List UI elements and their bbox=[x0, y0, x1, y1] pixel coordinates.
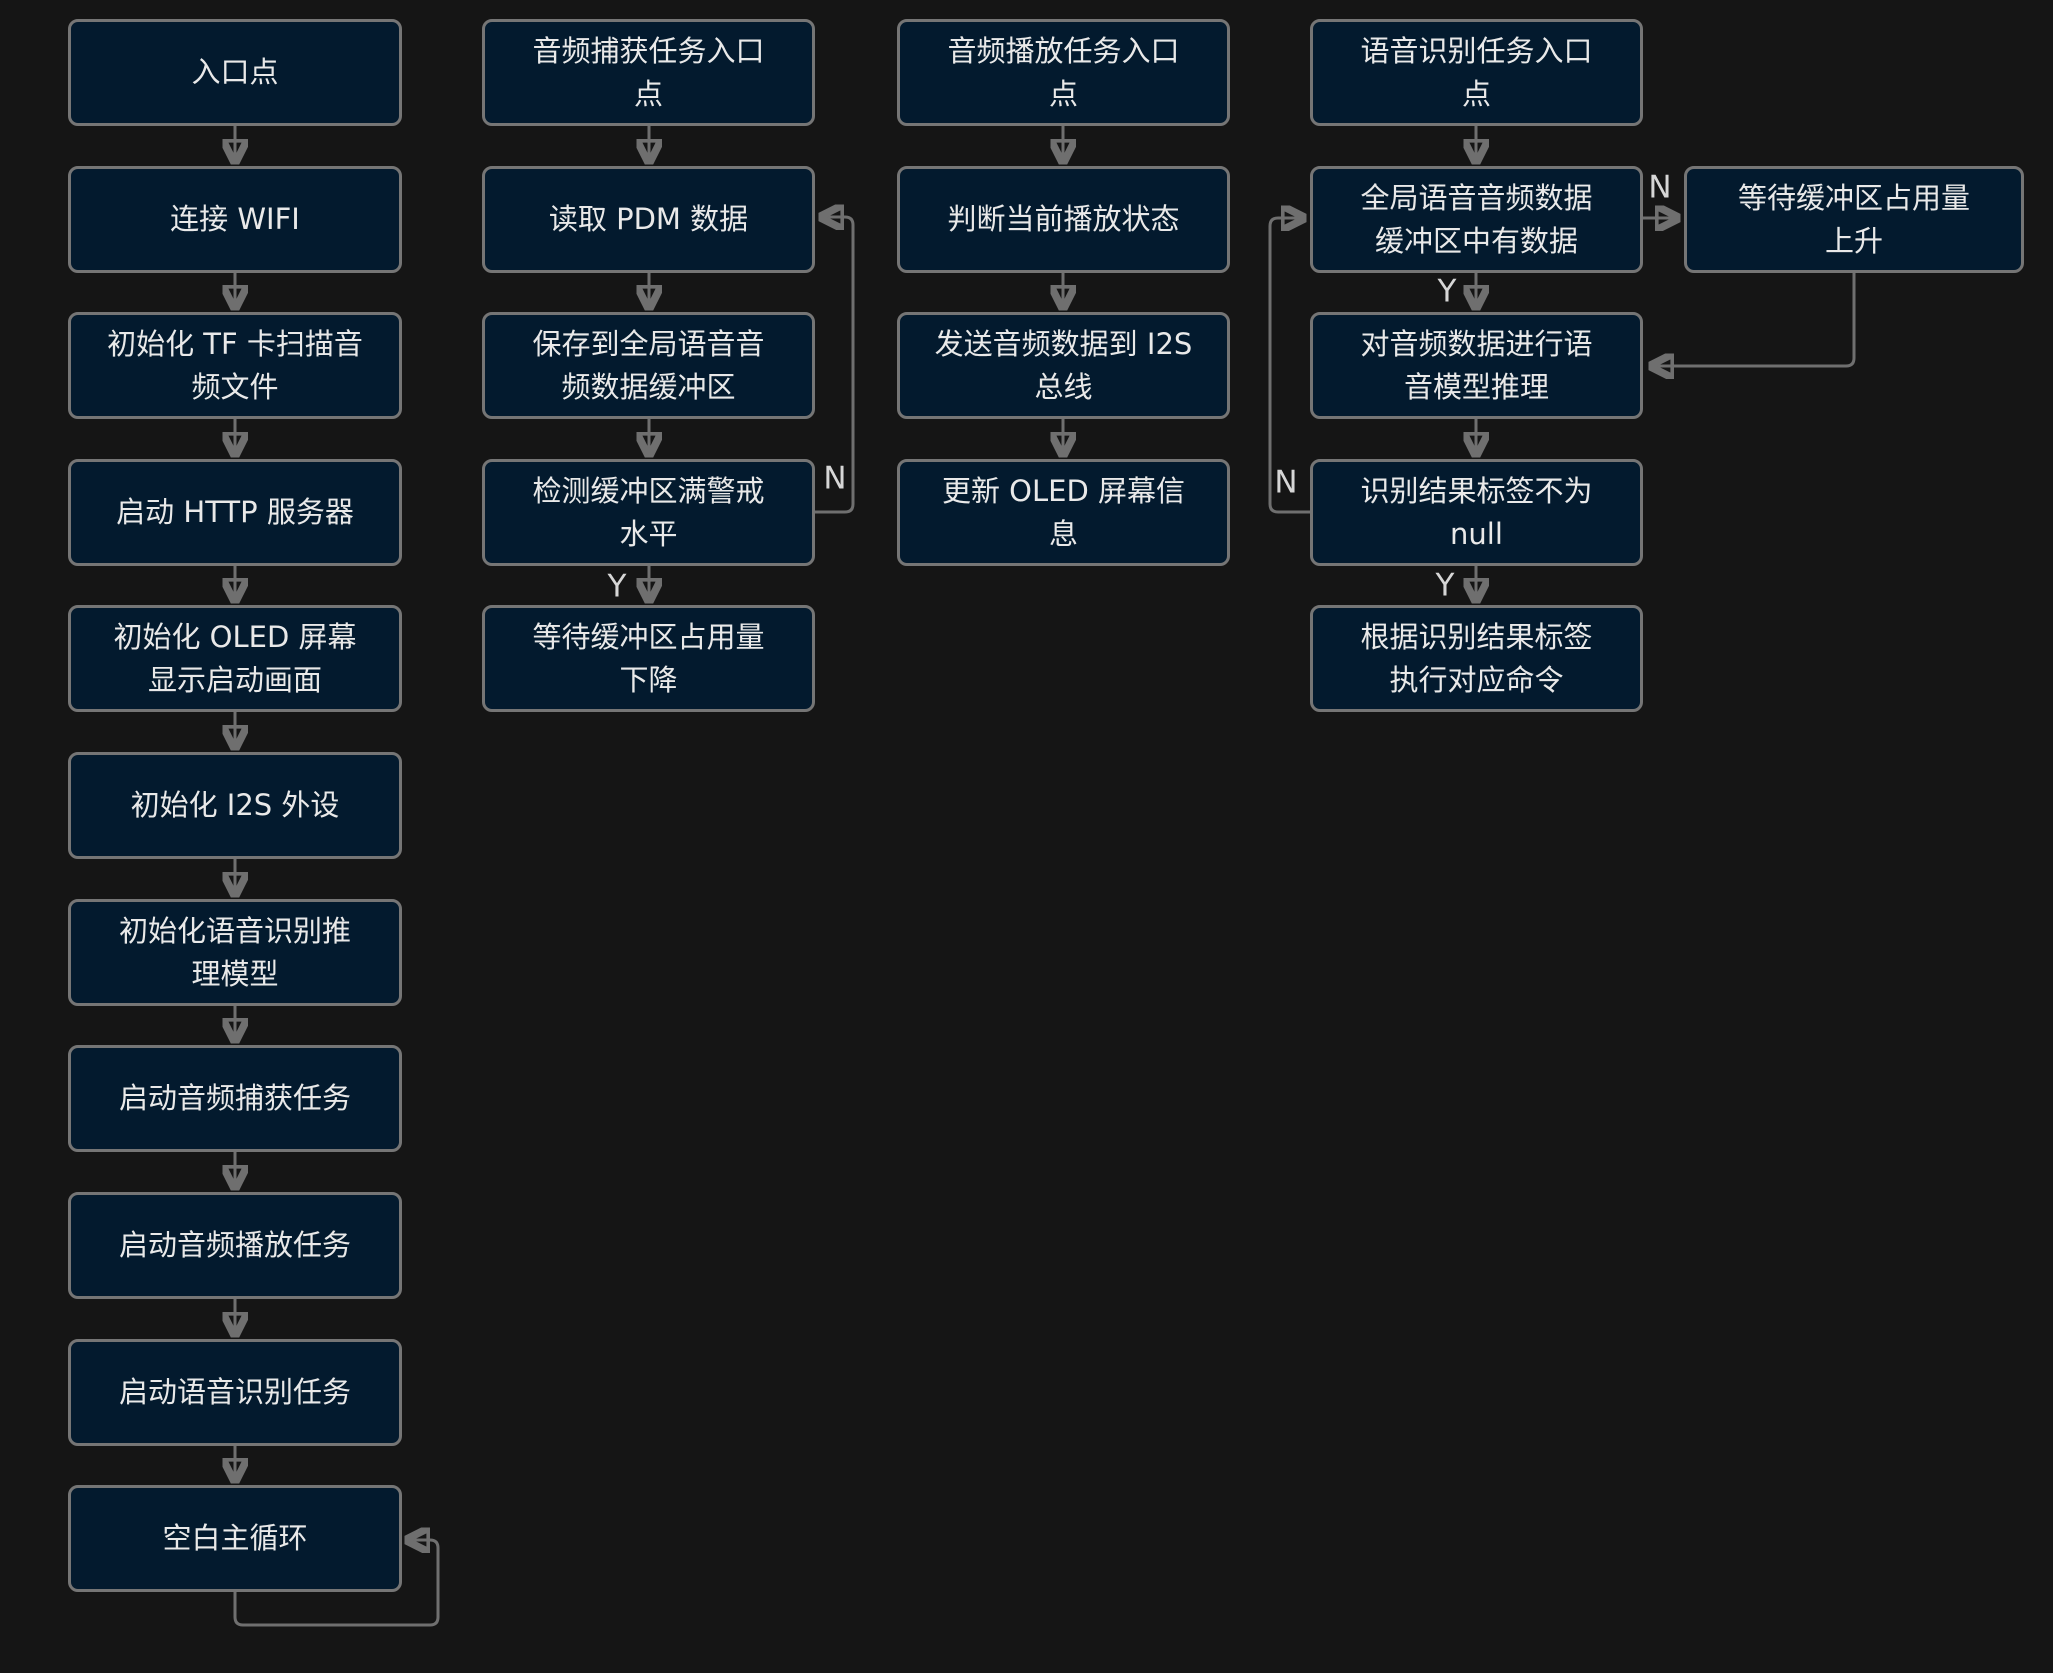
node-asr-entry: 语音识别任务入口 点 bbox=[1310, 19, 1643, 126]
node-start-playback-task: 启动音频播放任务 bbox=[68, 1192, 402, 1299]
node-init-oled: 初始化 OLED 屏幕 显示启动画面 bbox=[68, 605, 402, 712]
edge-asr-no-loop bbox=[1268, 218, 1310, 514]
node-exec-command: 根据识别结果标签 执行对应命令 bbox=[1310, 605, 1643, 712]
node-init-i2s: 初始化 I2S 外设 bbox=[68, 752, 402, 859]
node-run-inference: 对音频数据进行语 音模型推理 bbox=[1310, 312, 1643, 419]
edge-main-loop-self bbox=[233, 1540, 440, 1627]
node-init-tf-card: 初始化 TF 卡扫描音 频文件 bbox=[68, 312, 402, 419]
edge-wait-to-inference bbox=[1650, 273, 1856, 366]
edge-label-asr-no-1: N bbox=[1648, 169, 1672, 206]
node-send-i2s: 发送音频数据到 I2S 总线 bbox=[897, 312, 1230, 419]
node-connect-wifi: 连接 WIFI bbox=[68, 166, 402, 273]
node-start-asr-task: 启动语音识别任务 bbox=[68, 1339, 402, 1446]
edge-label-asr-yes-2: Y bbox=[1435, 567, 1455, 604]
node-check-play-state: 判断当前播放状态 bbox=[897, 166, 1230, 273]
edge-label-asr-no-2: N bbox=[1274, 464, 1298, 501]
node-wait-buffer-rise: 等待缓冲区占用量 上升 bbox=[1684, 166, 2024, 273]
edge-capture-no-loop bbox=[815, 217, 855, 514]
node-capture-entry: 音频捕获任务入口 点 bbox=[482, 19, 815, 126]
node-start-capture-task: 启动音频捕获任务 bbox=[68, 1045, 402, 1152]
node-entry-point: 入口点 bbox=[68, 19, 402, 126]
node-playback-entry: 音频播放任务入口 点 bbox=[897, 19, 1230, 126]
node-buffer-has-data: 全局语音音频数据 缓冲区中有数据 bbox=[1310, 166, 1643, 273]
node-main-loop: 空白主循环 bbox=[68, 1485, 402, 1592]
edge-label-capture-no: N bbox=[823, 460, 847, 497]
edge-label-capture-yes: Y bbox=[607, 568, 627, 605]
node-wait-buffer-drop: 等待缓冲区占用量 下降 bbox=[482, 605, 815, 712]
node-check-buffer-full: 检测缓冲区满警戒 水平 bbox=[482, 459, 815, 566]
node-start-http-server: 启动 HTTP 服务器 bbox=[68, 459, 402, 566]
node-read-pdm: 读取 PDM 数据 bbox=[482, 166, 815, 273]
node-save-buffer: 保存到全局语音音 频数据缓冲区 bbox=[482, 312, 815, 419]
node-update-oled: 更新 OLED 屏幕信 息 bbox=[897, 459, 1230, 566]
edge-label-asr-yes-1: Y bbox=[1437, 273, 1457, 310]
node-label-not-null: 识别结果标签不为 null bbox=[1310, 459, 1643, 566]
node-init-asr-model: 初始化语音识别推 理模型 bbox=[68, 899, 402, 1006]
